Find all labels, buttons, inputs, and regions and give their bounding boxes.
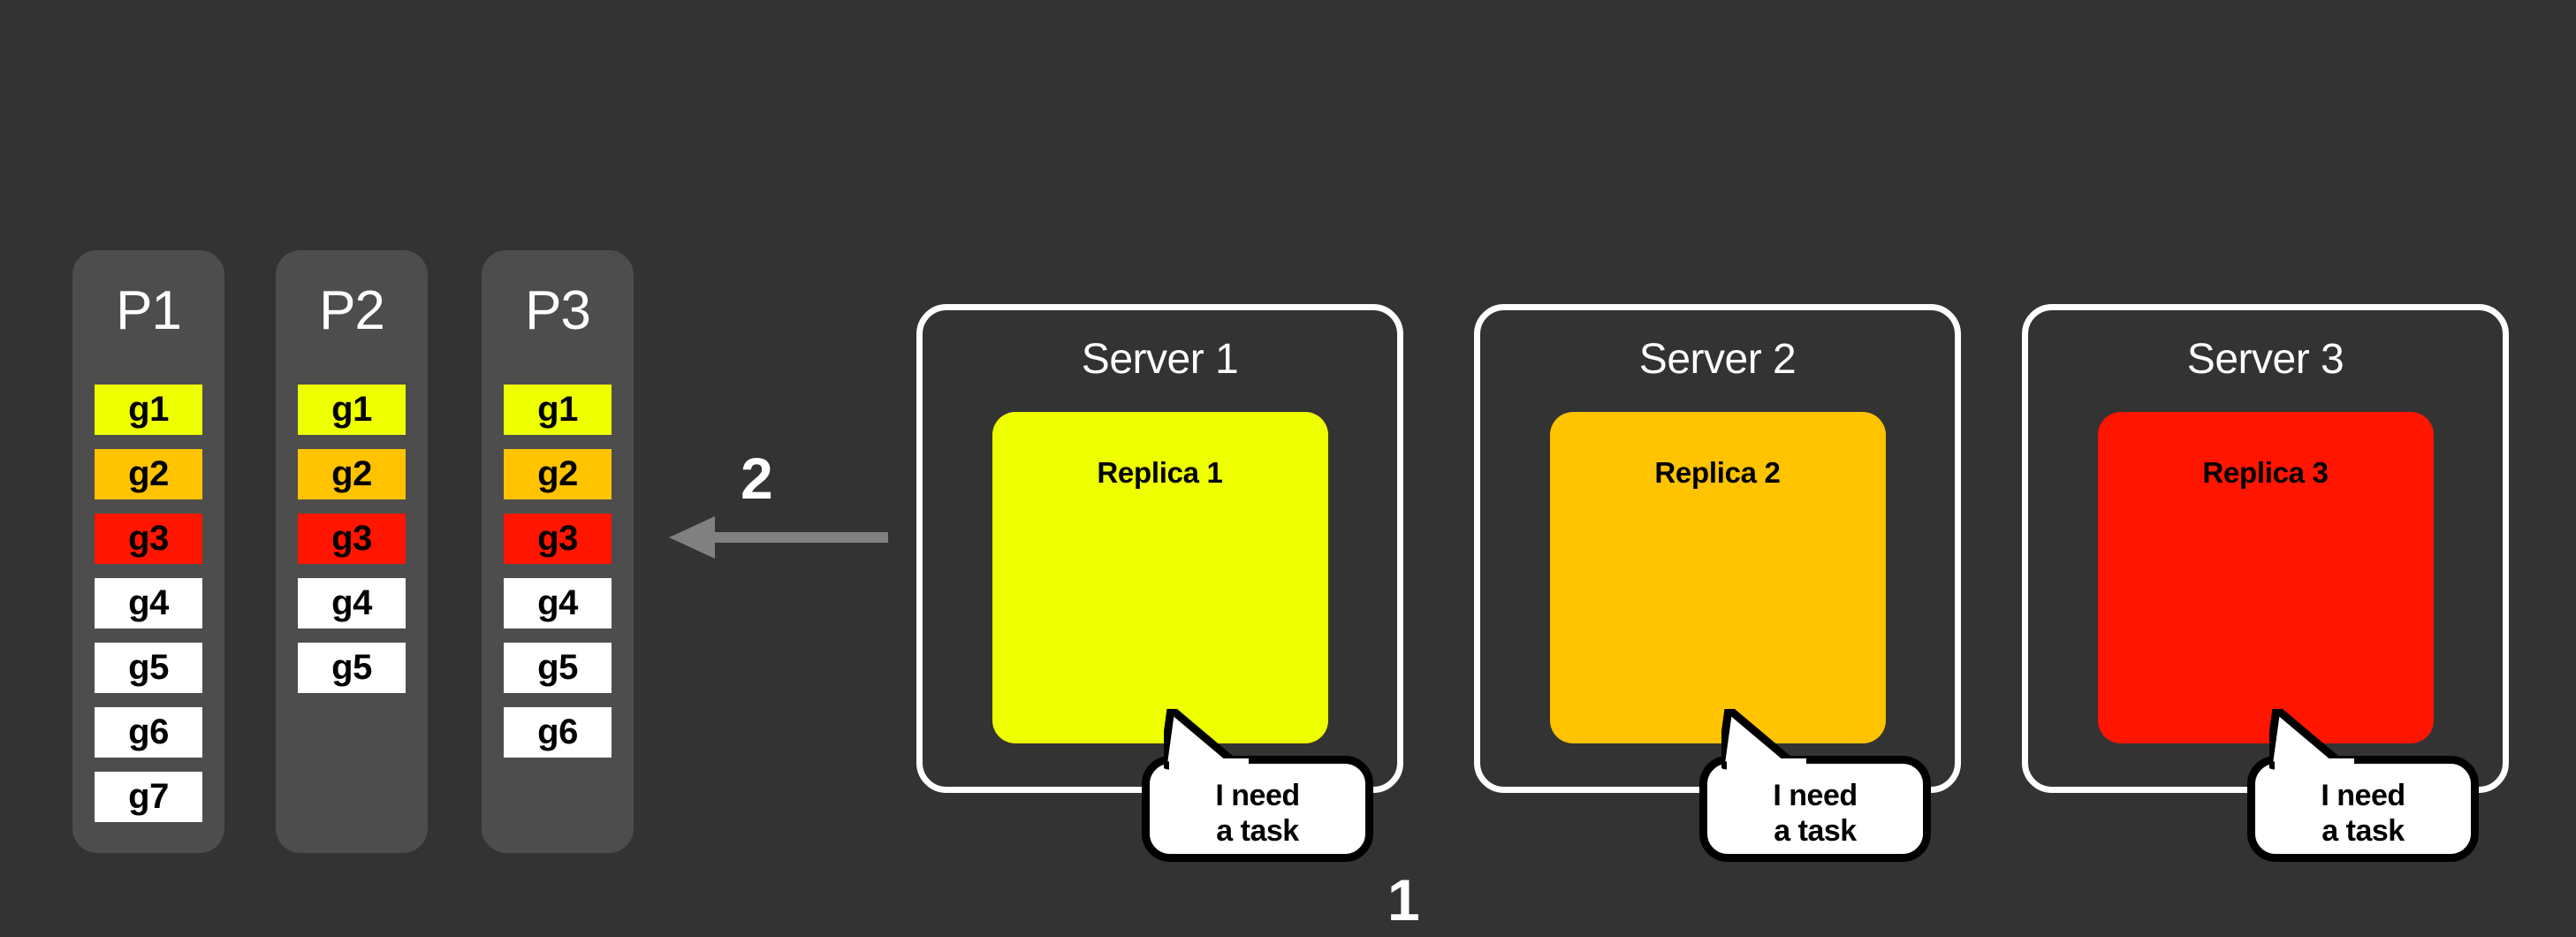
speech-bubble-server-3[interactable]: I need a task bbox=[2247, 709, 2479, 862]
speech-bubble-server-2[interactable]: I need a task bbox=[1699, 709, 1931, 862]
speech-bubble-server-1[interactable]: I need a task bbox=[1142, 709, 1373, 862]
server-title: Server 3 bbox=[2186, 336, 2344, 383]
group-cell[interactable]: g1 bbox=[95, 385, 202, 435]
server-box-2[interactable]: Server 2 Replica 2 bbox=[1474, 304, 1961, 793]
replica-label: Replica 2 bbox=[1654, 456, 1781, 489]
group-cell[interactable]: g6 bbox=[504, 707, 612, 758]
group-cell[interactable]: g2 bbox=[95, 449, 202, 499]
group-cell[interactable]: g5 bbox=[298, 643, 406, 693]
task-assign-arrow bbox=[667, 513, 888, 562]
group-cell[interactable]: g1 bbox=[504, 385, 612, 435]
group-cell[interactable]: g3 bbox=[95, 514, 202, 564]
partition-column-p2[interactable]: P2 g1 g2 g3 g4 g5 bbox=[276, 250, 428, 853]
replica-card[interactable]: Replica 3 bbox=[2097, 412, 2434, 743]
replica-card[interactable]: Replica 1 bbox=[992, 412, 1328, 743]
replica-card[interactable]: Replica 2 bbox=[1549, 412, 1886, 743]
server-box-3[interactable]: Server 3 Replica 3 bbox=[2022, 304, 2509, 793]
partition-title: P2 bbox=[319, 280, 385, 341]
server-title: Server 1 bbox=[1081, 336, 1239, 383]
group-cell[interactable]: g1 bbox=[298, 385, 406, 435]
left-arrow-icon bbox=[669, 516, 888, 559]
group-cell[interactable]: g7 bbox=[95, 772, 202, 822]
partition-title: P1 bbox=[116, 280, 182, 341]
step-number-one: 1 bbox=[1387, 867, 1420, 933]
partition-column-p1[interactable]: P1 g1 g2 g3 g4 g5 g6 g7 bbox=[72, 250, 224, 853]
group-cell[interactable]: g5 bbox=[95, 643, 202, 693]
replica-label: Replica 3 bbox=[2202, 456, 2329, 489]
group-cell[interactable]: g5 bbox=[504, 643, 612, 693]
partition-cell-stack: g1 g2 g3 g4 g5 g6 bbox=[482, 385, 634, 772]
partition-column-p3[interactable]: P3 g1 g2 g3 g4 g5 g6 bbox=[482, 250, 634, 853]
group-cell[interactable]: g6 bbox=[95, 707, 202, 758]
partition-title: P3 bbox=[525, 280, 591, 341]
partition-cell-stack: g1 g2 g3 g4 g5 bbox=[276, 385, 428, 707]
group-cell[interactable]: g4 bbox=[504, 578, 612, 628]
group-cell[interactable]: g2 bbox=[298, 449, 406, 499]
speech-bubble-text: I need a task bbox=[2321, 779, 2405, 849]
speech-bubble-text: I need a task bbox=[1215, 779, 1300, 849]
server-box-1[interactable]: Server 1 Replica 1 bbox=[916, 304, 1403, 793]
server-title: Server 2 bbox=[1638, 336, 1797, 383]
group-cell[interactable]: g3 bbox=[504, 514, 612, 564]
partition-cell-stack: g1 g2 g3 g4 g5 g6 g7 bbox=[72, 385, 224, 836]
group-cell[interactable]: g4 bbox=[95, 578, 202, 628]
group-cell[interactable]: g2 bbox=[504, 449, 612, 499]
speech-bubble-text: I need a task bbox=[1773, 779, 1858, 849]
group-cell[interactable]: g4 bbox=[298, 578, 406, 628]
group-cell[interactable]: g3 bbox=[298, 514, 406, 564]
replica-label: Replica 1 bbox=[1097, 456, 1223, 489]
step-number-two: 2 bbox=[741, 446, 773, 511]
